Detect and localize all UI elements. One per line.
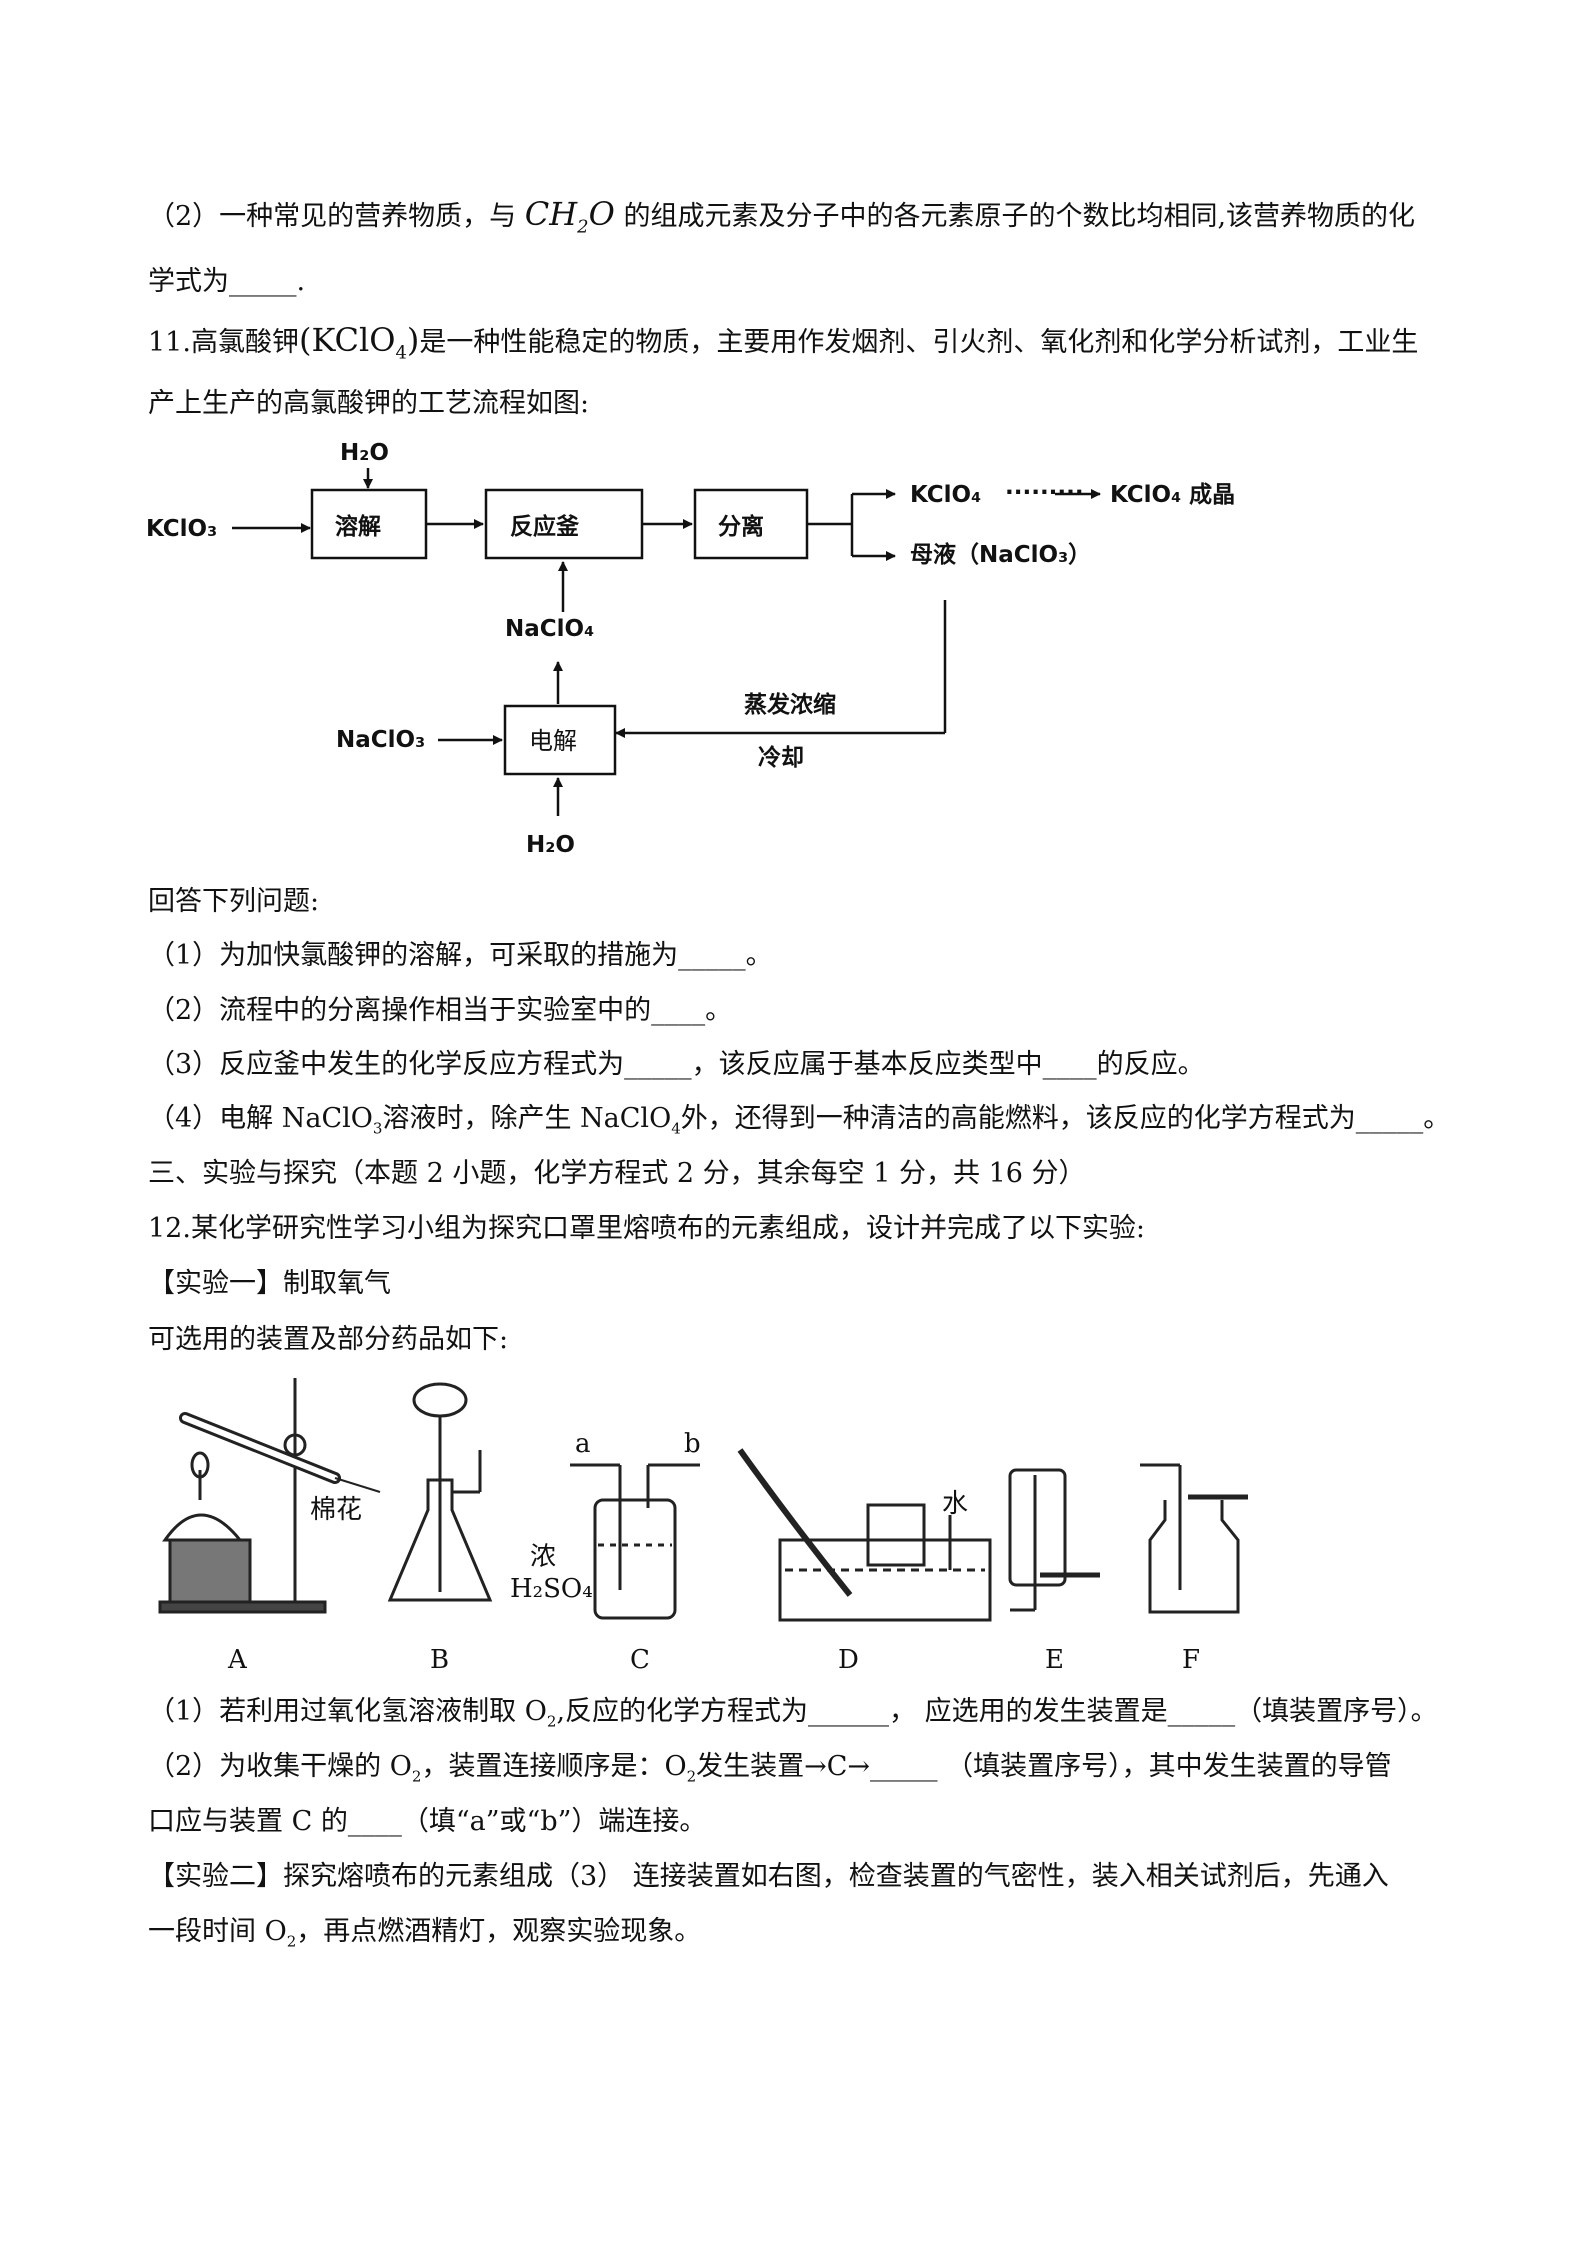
exp1-subtitle: 可选用的装置及部分药品如下: <box>148 1324 509 1355</box>
q11-number: 11.高氯酸钾 <box>148 327 299 358</box>
q11-intro-line1: 11.高氯酸钾(KClO4)是一种性能稳定的物质，主要用作发烟剂、引火剂、氧化剂… <box>148 322 1418 371</box>
label-a: A <box>227 1645 248 1670</box>
apparatus-c <box>570 1463 700 1620</box>
q11-q4-sub4: 4 <box>671 1119 681 1138</box>
q12-p1-sub: 2 <box>546 1712 557 1731</box>
q10-part2-line1: （2）一种常见的营养物质，与 CH2O 的组成元素及分子中的各元素原子的个数比均… <box>148 196 1415 245</box>
kclo4-output-label: KClO₄ <box>910 482 981 508</box>
exp2-b-sub: 2 <box>286 1932 297 1951</box>
formula-ch2o: CH2O <box>524 195 615 237</box>
exp2-b-a: 一段时间 O <box>148 1916 287 1947</box>
box-separate-label: 分离 <box>718 513 764 540</box>
box-electrolysis-label: 电解 <box>529 727 577 755</box>
q11-intro-line2: 产上生产的高氯酸钾的工艺流程如图: <box>148 388 590 419</box>
q11-q4-b: 溶液时，除产生 NaClO <box>382 1103 672 1134</box>
q11-question-1: （1）为加快氯酸钾的溶解，可采取的措施为_____。 <box>148 940 773 971</box>
label-e: E <box>1045 1645 1064 1670</box>
label-c: C <box>630 1645 650 1670</box>
box-electrolysis <box>503 704 617 776</box>
naclo4-label: NaClO₄ <box>505 616 594 642</box>
apparatus-d <box>737 1448 992 1622</box>
q10-text-b: 的组成元素及分子中的各元素原子的个数比均相同,该营养物质的化 <box>623 201 1416 232</box>
naclo3-input-label: NaClO₃ <box>336 727 425 753</box>
q12-p2-b: ，装置连接顺序是：O <box>421 1751 687 1782</box>
q12-p1-a: （1）若利用过氧化氢溶液制取 O <box>148 1696 547 1727</box>
label-d: D <box>838 1645 859 1670</box>
kclo4-crystal-label: KClO₄ 成晶 <box>1110 482 1235 508</box>
process-flow-diagram: H₂O KClO₃ 溶解 反应釜 分离 KClO₄ ········· KClO… <box>146 440 1235 858</box>
exp2-line2: 一段时间 O2，再点燃酒精灯，观察实验现象。 <box>148 1914 701 1959</box>
apparatus-e <box>1008 1468 1100 1612</box>
kclo4-close: ) <box>406 321 420 359</box>
cotton-label: 棉花 <box>310 1495 362 1525</box>
label-f: F <box>1182 1645 1200 1670</box>
exp1-title: 【实验一】制取氧气 <box>148 1268 391 1299</box>
q10-text: （2）一种常见的营养物质，与 <box>148 201 517 232</box>
q12-p1-b: ,反应的化学方程式为______， 应选用的发生装置是_____（填装置序号）。 <box>556 1696 1438 1727</box>
h2o-bottom-label: H₂O <box>526 832 575 858</box>
q12-p2-sub2: 2 <box>686 1767 697 1786</box>
q11-q4-sub3: 3 <box>372 1119 383 1138</box>
box-reactor-label: 反应釜 <box>510 513 580 540</box>
q11-question-3: （3）反应釜中发生的化学反应方程式为_____，该反应属于基本反应类型中____… <box>148 1049 1205 1080</box>
apparatus-a <box>158 1378 381 1614</box>
q12-p2-c: 发生装置→C→_____ （填装置序号），其中发生装置的导管 <box>696 1751 1392 1782</box>
q11-q4-a: （4）电解 NaClO <box>148 1103 373 1134</box>
h2o-top-label: H₂O <box>340 440 389 466</box>
label-b: B <box>430 1645 449 1670</box>
h2so4-label: H₂SO₄ <box>510 1574 593 1604</box>
q12-p2-a: （2）为收集干燥的 O <box>148 1751 412 1782</box>
section3-heading: 三、实验与探究（本题 2 小题，化学方程式 2 分，其余每空 1 分，共 16 … <box>148 1158 1086 1189</box>
mother-liquor-label: 母液（NaClO₃） <box>910 541 1091 568</box>
q11-question-2: （2）流程中的分离操作相当于实验室中的____。 <box>148 995 733 1026</box>
evaporate-label: 蒸发浓缩 <box>744 691 836 718</box>
apparatus-b <box>387 1382 493 1602</box>
port-b-label: b <box>684 1429 701 1459</box>
q12-intro: 12.某化学研究性学习小组为探究口罩里熔喷布的元素组成，设计并完成了以下实验: <box>148 1213 1146 1244</box>
q12-part1: （1）若利用过氧化氢溶液制取 O2,反应的化学方程式为______， 应选用的发… <box>148 1694 1438 1739</box>
apparatus-f <box>1140 1463 1248 1614</box>
box-dissolve-label: 溶解 <box>335 513 381 540</box>
formula-o: O <box>588 195 615 233</box>
conc-label: 浓 <box>530 1542 556 1572</box>
q11-q4-c: 外，还得到一种清洁的高能燃料，该反应的化学方程式为_____。 <box>680 1103 1451 1134</box>
exp2-b-b: ，再点燃酒精灯，观察实验现象。 <box>296 1916 702 1947</box>
q11-question-4: （4）电解 NaClO3溶液时，除产生 NaClO4外，还得到一种清洁的高能燃料… <box>148 1101 1450 1146</box>
q10-part2-line2: 学式为_____. <box>148 266 306 297</box>
kclo4-formula: (KClO4) <box>298 321 420 363</box>
q12-part2-line1: （2）为收集干燥的 O2，装置连接顺序是：O2发生装置→C→_____ （填装置… <box>148 1749 1392 1794</box>
q11-intro-text: 是一种性能稳定的物质，主要用作发烟剂、引火剂、氧化剂和化学分析试剂，工业生 <box>419 327 1419 358</box>
formula-sub: 2 <box>577 216 589 238</box>
kclo3-input-label: KClO₃ <box>146 516 217 542</box>
port-a-label: a <box>575 1429 591 1459</box>
q12-p2-sub: 2 <box>411 1767 422 1786</box>
kclo4-main: (KClO <box>298 321 396 359</box>
formula-ch: CH <box>524 195 578 233</box>
answer-prompt: 回答下列问题: <box>148 886 320 917</box>
q12-part2-line2: 口应与装置 C 的____（填“a”或“b”）端连接。 <box>148 1806 707 1837</box>
exp2-line1: 【实验二】探究熔喷布的元素组成（3） 连接装置如右图，检查装置的气密性，装入相关… <box>148 1861 1389 1892</box>
apparatus-illustration: 棉花 浓 H₂SO₄ a b 水 A B C D E F <box>158 1378 1248 1670</box>
cool-label: 冷却 <box>758 744 804 771</box>
kclo4-sub: 4 <box>395 342 407 364</box>
water-label: 水 <box>942 1489 968 1519</box>
